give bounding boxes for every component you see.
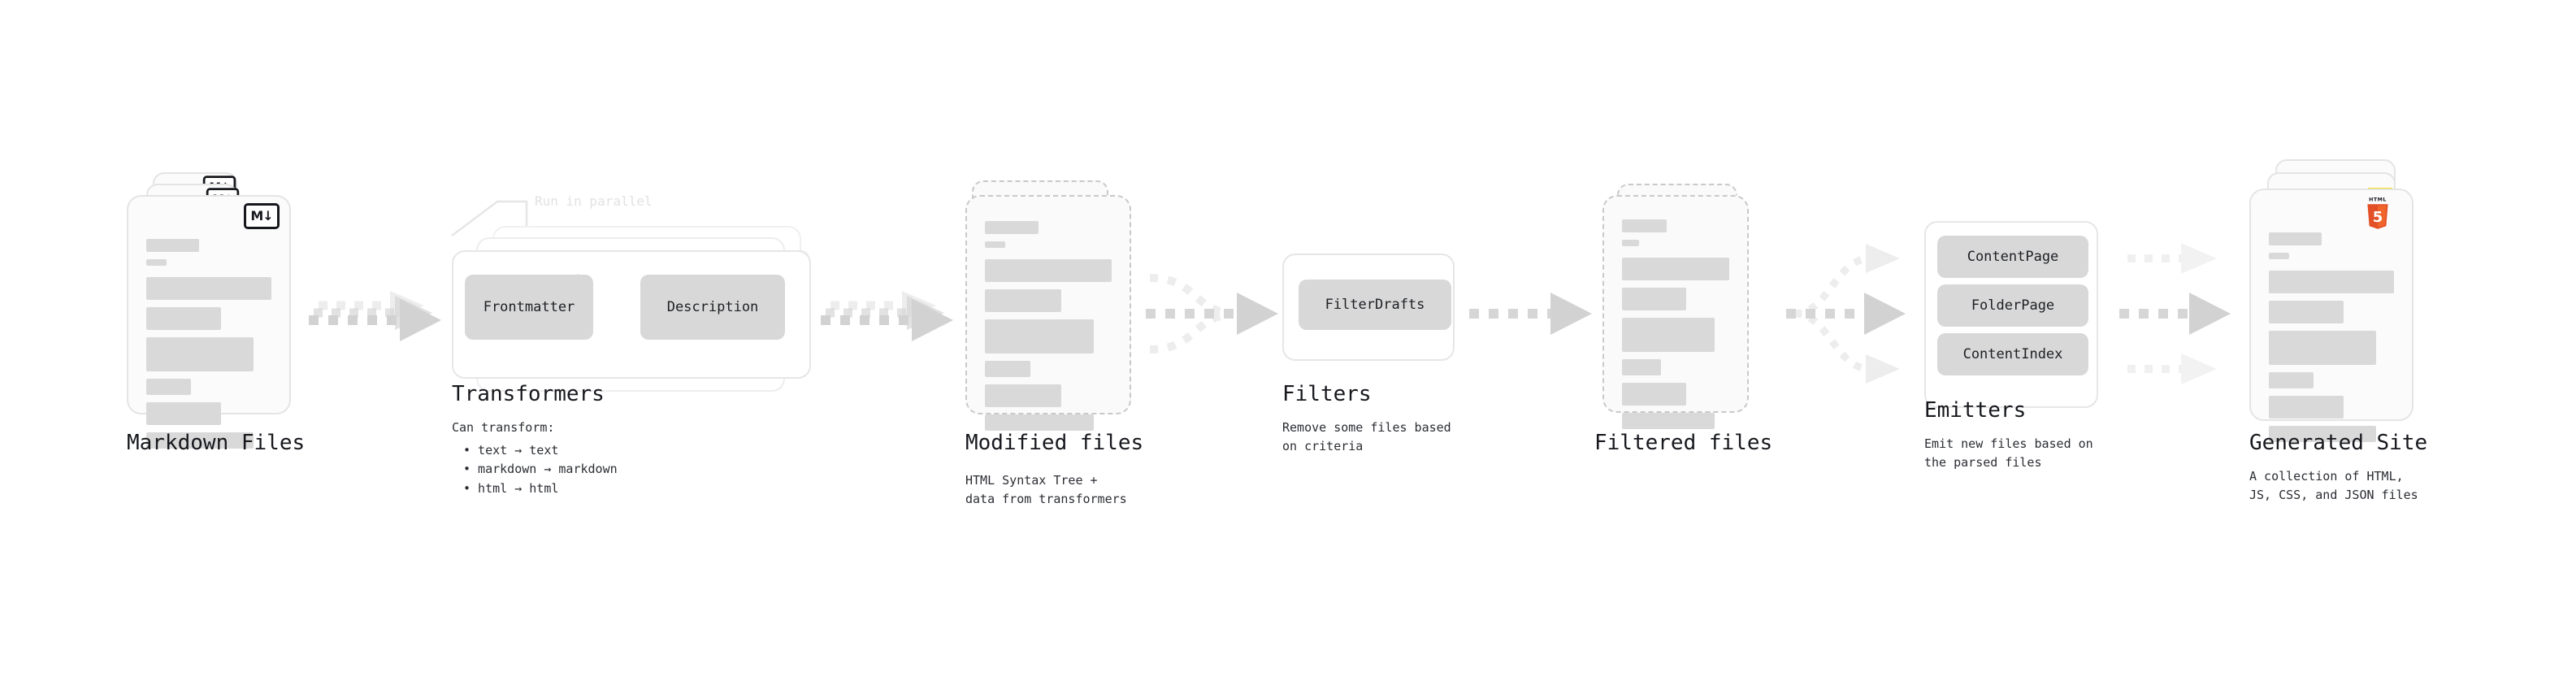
transformers-bullet-list: • text → text • markdown → markdown • html… — [463, 441, 618, 498]
arrow-emitters-to-site — [2119, 243, 2231, 384]
placeholder-bar — [985, 319, 1094, 354]
placeholder-bar — [1622, 318, 1715, 352]
document-placeholder-bars — [985, 221, 1112, 438]
placeholder-bar — [1622, 240, 1639, 246]
stage-subtitle-emitters: Emit new files based on the parsed files — [1924, 436, 2093, 471]
placeholder-bar — [146, 277, 271, 300]
placeholder-bar — [2269, 396, 2344, 419]
bullet-item: • markdown → markdown — [463, 462, 618, 477]
bullet-item: • html → html — [463, 480, 559, 496]
placeholder-bar — [1622, 288, 1686, 310]
stage-title-modified-files: Modified files — [965, 431, 1144, 455]
emitter-chip-contentpage[interactable]: ContentPage — [1937, 236, 2088, 278]
svg-text:5: 5 — [2373, 209, 2383, 226]
placeholder-bar — [2269, 271, 2394, 293]
markdown-icon: M↓ — [244, 203, 280, 229]
placeholder-bar — [2269, 253, 2289, 259]
bullet-item: • text → text — [463, 443, 559, 458]
stage-title-markdown-files: Markdown Files — [127, 431, 306, 455]
placeholder-bar — [1622, 383, 1686, 406]
placeholder-bar — [2269, 426, 2376, 442]
arrow-filtered-to-emitters — [1786, 244, 1906, 384]
placeholder-bar — [2269, 372, 2314, 388]
placeholder-bar — [985, 384, 1061, 407]
arrow-markdown-to-transformers — [309, 291, 441, 341]
stage-title-filtered-files: Filtered files — [1594, 431, 1773, 455]
markdown-card-front[interactable] — [127, 195, 291, 449]
placeholder-bar — [146, 337, 254, 371]
stage-subtitle-transformers: Can transform: — [452, 420, 555, 435]
placeholder-bar — [146, 259, 167, 266]
placeholder-bar — [146, 432, 254, 449]
document-placeholder-bars — [1622, 219, 1729, 436]
arrow-transformers-to-modified — [821, 291, 953, 341]
placeholder-bar — [985, 241, 1005, 248]
modified-card-front[interactable] — [965, 195, 1131, 431]
placeholder-bar — [1622, 413, 1715, 429]
placeholder-bar — [146, 402, 221, 425]
placeholder-bar — [985, 259, 1112, 282]
transformer-chip-frontmatter[interactable]: Frontmatter — [465, 275, 593, 340]
placeholder-bar — [1622, 359, 1661, 375]
emitter-chip-folderpage[interactable]: FolderPage — [1937, 284, 2088, 327]
document-placeholder-bars — [2269, 232, 2394, 449]
stage-subtitle-filters: Remove some files based on criteria — [1282, 420, 1451, 454]
arrow-modified-to-filters — [1146, 274, 1278, 354]
transformer-chip-description[interactable]: Description — [640, 275, 785, 340]
placeholder-bar — [1622, 219, 1667, 232]
document-placeholder-bars — [146, 239, 271, 456]
emitter-chip-contentindex[interactable]: ContentIndex — [1937, 333, 2088, 375]
arrow-filters-to-filtered — [1469, 293, 1592, 335]
stage-title-filters: Filters — [1282, 382, 1372, 406]
placeholder-bar — [985, 221, 1039, 234]
placeholder-bar — [2269, 301, 2344, 323]
svg-text:HTML: HTML — [2369, 197, 2387, 203]
filtered-card-front[interactable] — [1602, 195, 1749, 429]
run-in-parallel-label: Run in parallel — [535, 193, 653, 209]
placeholder-bar — [2269, 232, 2322, 245]
stage-subtitle-generated-site: A collection of HTML, JS, CSS, and JSON … — [2249, 469, 2418, 503]
placeholder-bar — [146, 379, 191, 395]
stage-title-emitters: Emitters — [1924, 398, 2027, 423]
filter-chip-filterdrafts[interactable]: FilterDrafts — [1299, 280, 1451, 330]
placeholder-bar — [146, 307, 221, 330]
stage-title-generated-site: Generated Site — [2249, 431, 2428, 455]
stage-title-transformers: Transformers — [452, 382, 605, 406]
placeholder-bar — [985, 361, 1030, 377]
placeholder-bar — [2269, 331, 2376, 365]
placeholder-bar — [146, 239, 199, 252]
html5-icon: HTML 5 — [2367, 197, 2388, 229]
site-card-front[interactable] — [2249, 189, 2413, 442]
placeholder-bar — [1622, 258, 1729, 280]
stage-subtitle-modified-files: HTML Syntax Tree + data from transformer… — [965, 473, 1127, 507]
placeholder-bar — [985, 289, 1061, 312]
placeholder-bar — [985, 414, 1094, 431]
